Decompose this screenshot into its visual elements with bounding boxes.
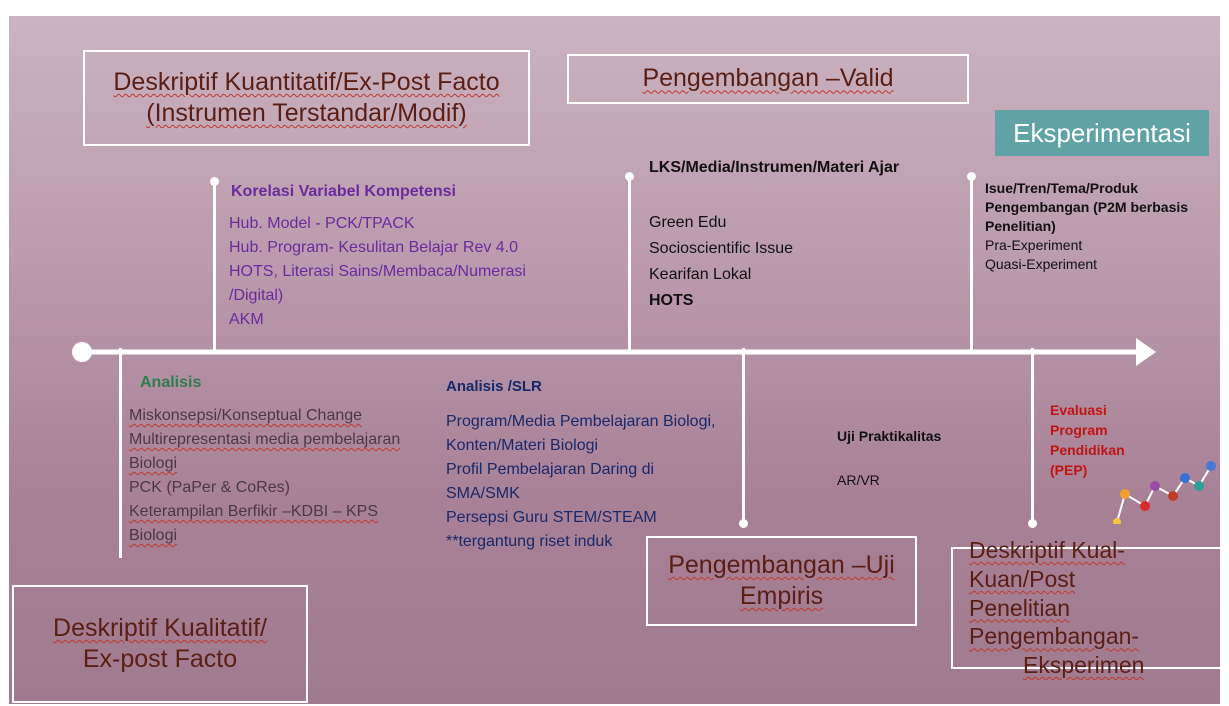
slr-item: Persepsi Guru STEM/STEAM (446, 509, 657, 526)
lks-item-bold: HOTS (649, 292, 694, 309)
box-kualkuan-line2: Penelitian Pengembangan- (969, 594, 1140, 650)
stem-issue-dot (967, 172, 976, 181)
analisis-item: Biologi (129, 527, 178, 544)
stem-korelasi-dot (210, 177, 219, 186)
slr-item: Program/Media Pembelajaran Biologi, (446, 413, 716, 430)
analisis-item: Multirepresentasi media pembelajaran (129, 431, 401, 448)
korelasi-item: Hub. Model - PCK/TPACK (229, 215, 415, 232)
slr-item: Konten/Materi Biologi (446, 437, 599, 454)
issue-item: Quasi-Experiment (985, 256, 1098, 272)
korelasi-item: Hub. Program- Kesulitan Belajar Rev 4.0 (229, 239, 519, 256)
issue-title-line: Pengembangan (P2M berbasis (985, 199, 1189, 215)
korelasi-list: Hub. Model - PCK/TPACK Hub. Program- Kes… (229, 212, 526, 332)
box-valid-line1: Pengembangan –Valid (642, 64, 894, 93)
slr-item: Profil Pembelajaran Daring di (446, 461, 655, 478)
analisis-item: Biologi (129, 455, 178, 472)
lks-list: Green Edu Socioscientific Issue Kearifan… (649, 210, 793, 314)
analisis-item: Miskonsepsi/Konseptual Change (129, 407, 363, 424)
box-eksperimentasi: Eksperimentasi (995, 110, 1209, 156)
box-kualitatif-line2: Ex-post Facto (82, 645, 238, 673)
evaluasi-line: (PEP) (1050, 462, 1088, 478)
box-deskriptif-kualkuan: Deskriptif Kual-Kuan/Post Penelitian Pen… (951, 537, 1220, 678)
analisis-item: PCK (PaPer & CoRes) (129, 479, 290, 496)
box-eksperimentasi-label: Eksperimentasi (1013, 117, 1191, 148)
issue-title-line: Isue/Tren/Tema/Produk (985, 180, 1139, 196)
issue-block: Isue/Tren/Tema/Produk Pengembangan (P2M … (985, 179, 1188, 274)
stem-praktikalitas (742, 348, 745, 523)
praktikalitas-title: Uji Praktikalitas (837, 428, 942, 444)
korelasi-title: Korelasi Variabel Kompetensi (231, 183, 456, 200)
stem-korelasi (213, 181, 216, 353)
stem-analisis (119, 348, 122, 558)
slr-list: Program/Media Pembelajaran Biologi, Kont… (446, 410, 715, 554)
stem-issue (970, 176, 973, 353)
slr-item: **tergantung riset induk (446, 533, 613, 550)
box-empiris-line2: Empiris (739, 582, 824, 610)
box-deskriptif-kuantitatif: Deskriptif Kuantitatif/Ex-Post Facto (In… (83, 50, 530, 146)
box-kualkuan-line1: Deskriptif Kual-Kuan/Post (969, 537, 1125, 592)
issue-item: Pra-Experiment (985, 237, 1083, 253)
stem-lks-dot (625, 172, 634, 181)
box-empiris-line1: Pengembangan –Uji (668, 550, 895, 579)
lks-title: LKS/Media/Instrumen/Materi Ajar (649, 159, 900, 176)
timeline-arrowhead (1136, 338, 1156, 366)
evaluasi-line: Evaluasi (1050, 402, 1107, 418)
lks-item: Kearifan Lokal (649, 266, 752, 283)
analisis-list: Miskonsepsi/Konseptual Change Multirepre… (129, 404, 400, 548)
box-kualkuan-line3: Eksperimen (1023, 652, 1145, 679)
stem-evaluasi-dot (1028, 519, 1037, 528)
box-kualitatif-line1: Deskriptif Kualitatif/ (53, 613, 267, 642)
lks-item: Socioscientific Issue (649, 240, 794, 257)
box-kuantitatif-line2: (Instrumen Terstandar/Modif) (146, 99, 467, 127)
slide-canvas: Deskriptif Kuantitatif/Ex-Post Facto (In… (9, 16, 1220, 704)
box-pengembangan-empiris: Pengembangan –Uji Empiris (646, 536, 917, 626)
box-kuantitatif-line1: Deskriptif Kuantitatif/Ex-Post Facto (113, 67, 500, 96)
stem-lks (628, 176, 631, 353)
evaluasi-line: Program (1050, 422, 1108, 438)
box-deskriptif-kualitatif: Deskriptif Kualitatif/ Ex-post Facto (12, 585, 308, 703)
korelasi-item: HOTS, Literasi Sains/Membaca/Numerasi (229, 263, 526, 280)
evaluasi-block: Evaluasi Program Pendidikan (PEP) (1050, 400, 1125, 480)
timeline-line (82, 349, 1142, 355)
praktikalitas-item: AR/VR (837, 472, 880, 488)
analisis-item: Keterampilan Berfikir –KDBI – KPS (129, 503, 378, 520)
box-pengembangan-valid: Pengembangan –Valid (567, 54, 969, 104)
korelasi-item: /Digital) (229, 287, 284, 304)
issue-title-line: Penelitian) (985, 218, 1056, 234)
slr-item: SMA/SMK (446, 485, 520, 502)
timeline-arrow (72, 338, 1156, 366)
lks-item: Green Edu (649, 214, 727, 231)
korelasi-item: AKM (229, 311, 264, 328)
evaluasi-line: Pendidikan (1050, 442, 1125, 458)
analisis-title: Analisis (140, 374, 202, 391)
stem-praktikalitas-dot (739, 519, 748, 528)
stem-evaluasi (1031, 348, 1034, 523)
molecule-decoration (1113, 461, 1216, 524)
slr-title: Analisis /SLR (446, 378, 542, 395)
